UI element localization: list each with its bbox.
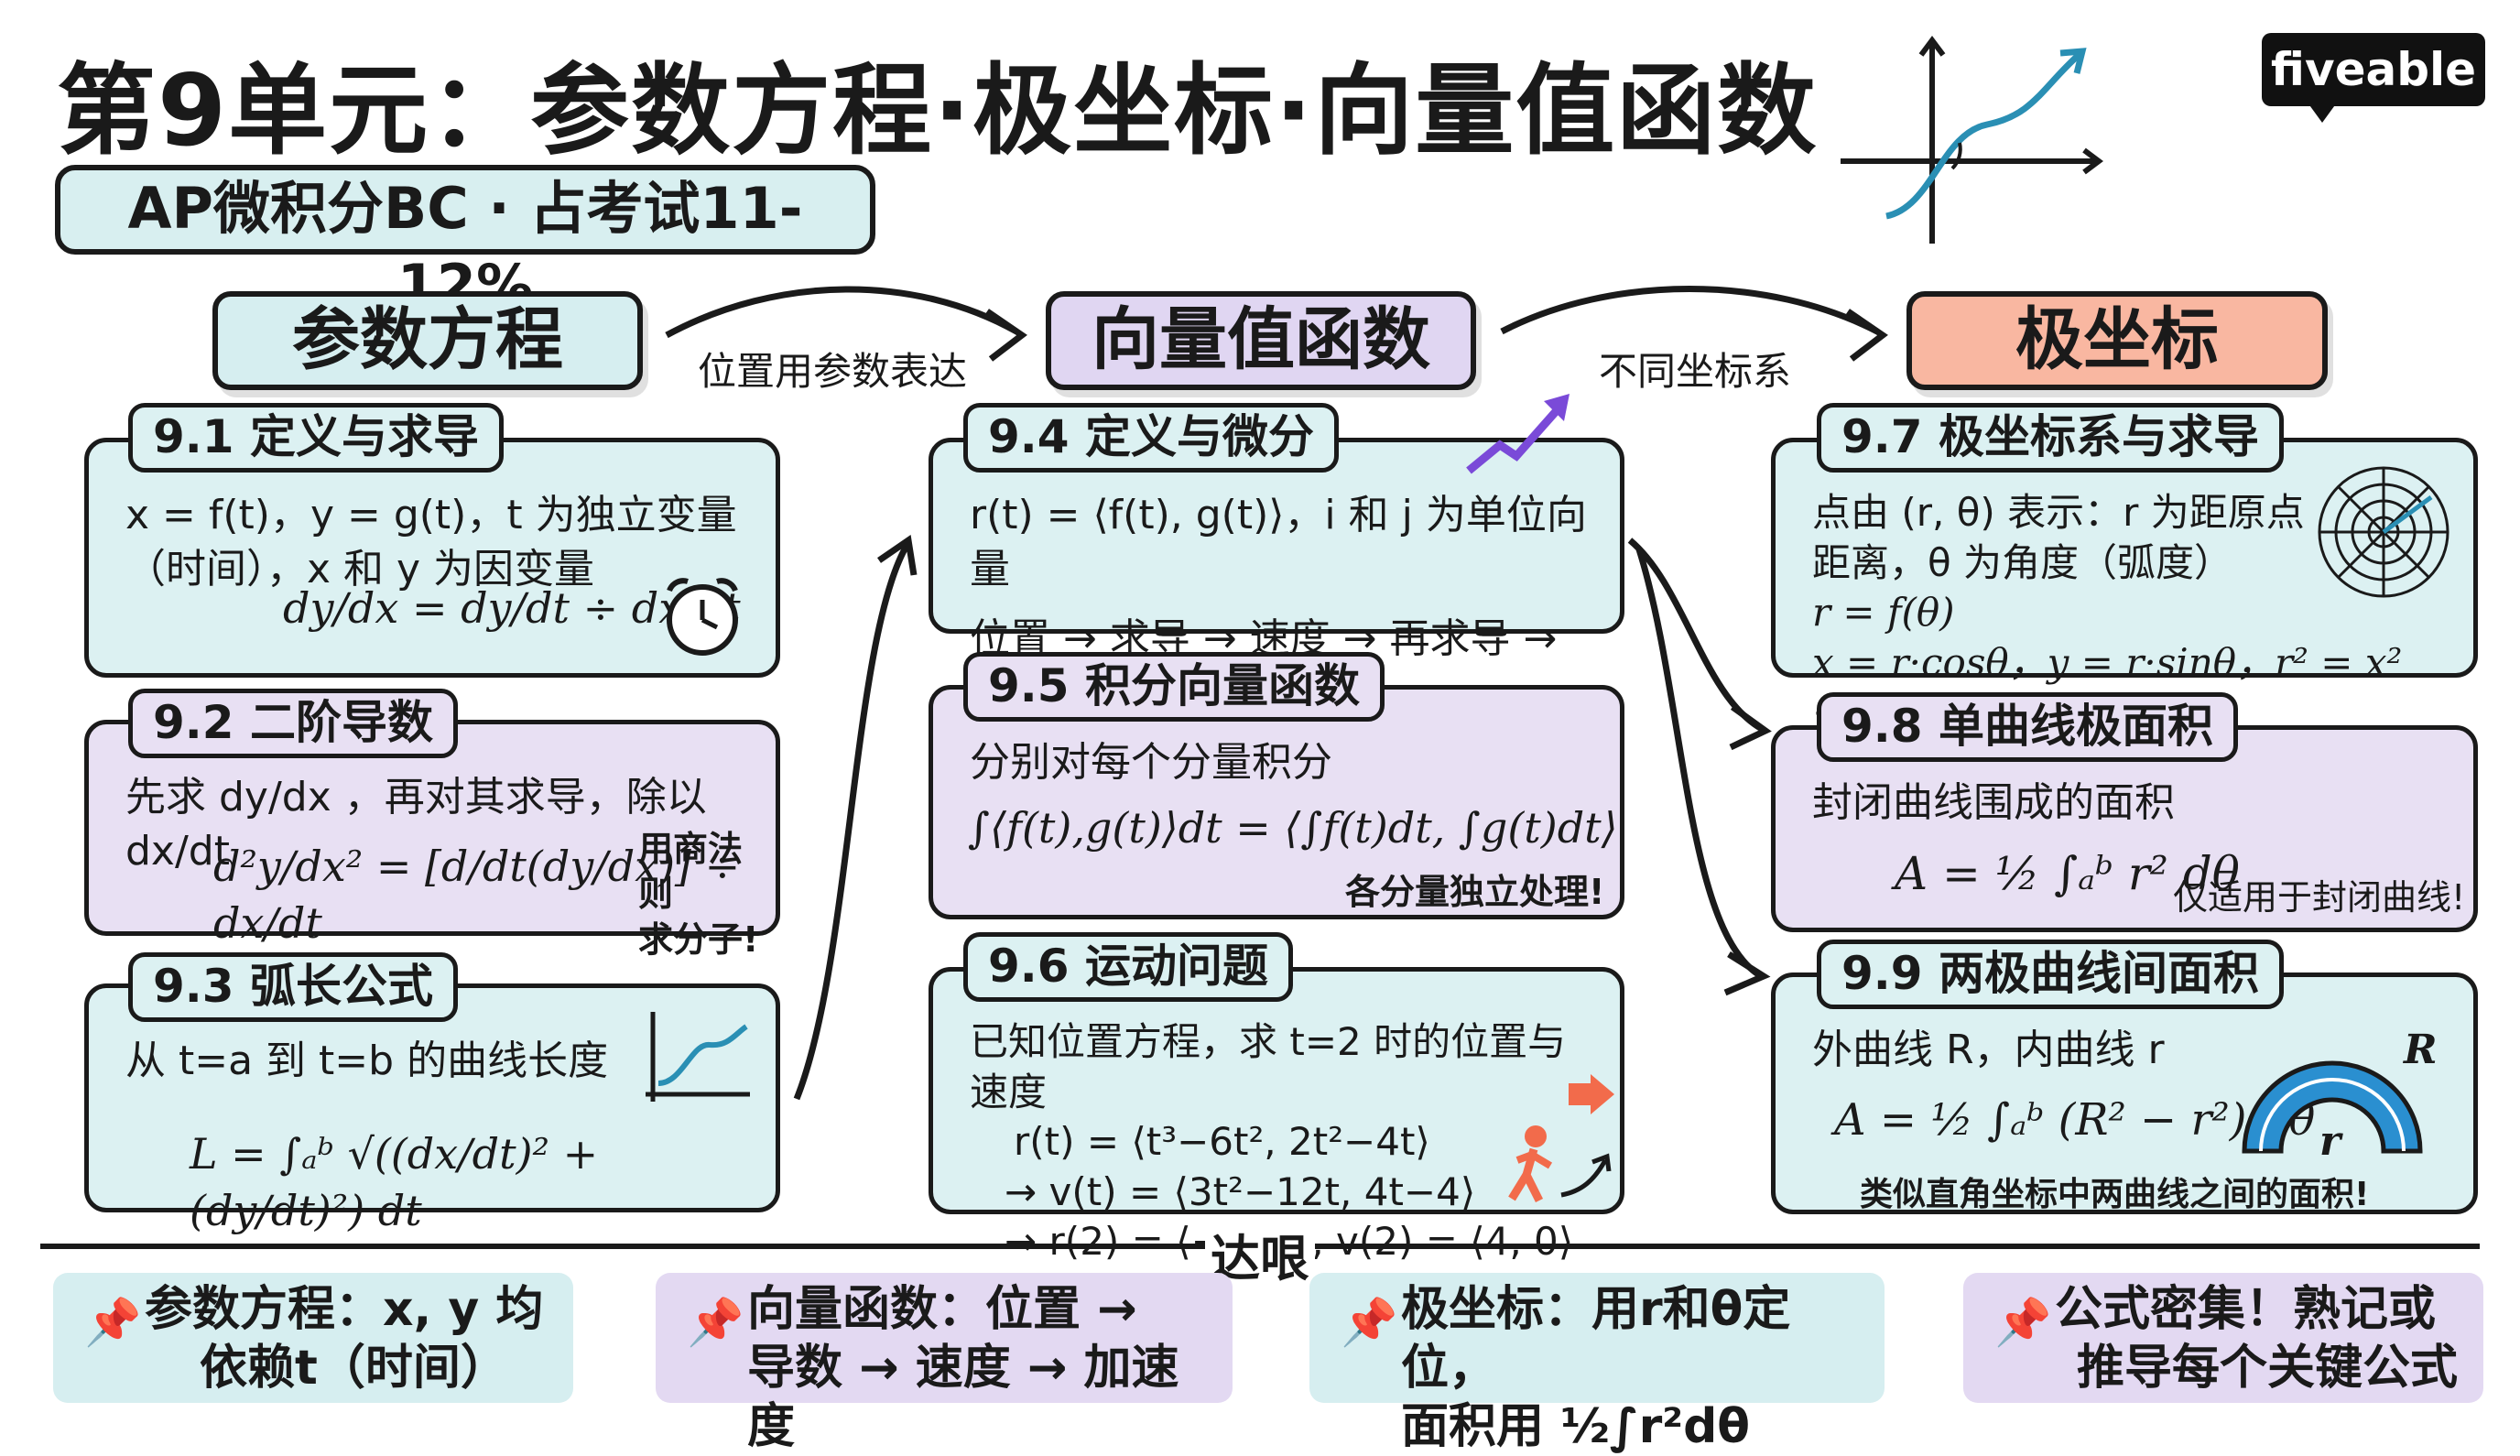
card-9-6: 已知位置方程，求 t=2 时的位置与速度 r(t) = ⟨t³−6t², 2t²… bbox=[929, 967, 1624, 1264]
card-9-9-formula: A = ½ ∫ₐᵇ (R² − r²) dθ bbox=[1834, 1094, 2316, 1146]
tab-9-9: 9.9 两极曲线间面积 bbox=[1817, 940, 2284, 1009]
card-9-5-note: 各分量独立处理! bbox=[1345, 872, 1605, 912]
header-polar: 极坐标 bbox=[1906, 291, 2328, 390]
card-9-2-formula: d²y/dx² = [d/dt(dy/dx)] ÷ dx/dt bbox=[213, 842, 741, 949]
inner-radius-label: r bbox=[2319, 1118, 2341, 1165]
tab-9-4: 9.4 定义与微分 bbox=[963, 403, 1339, 473]
curve-graph-icon bbox=[646, 1012, 750, 1102]
card-9-1-line1: x = f(t)，y = g(t)，t 为独立变量 bbox=[125, 492, 737, 538]
card-9-8-formula: A = ½ ∫ₐᵇ r² dθ bbox=[1895, 847, 2240, 900]
tab-9-8: 9.8 单曲线极面积 bbox=[1817, 692, 2238, 762]
card-9-7: 点由 (r, θ) 表示：r 为距原点 距离，θ 为角度（弧度） r = f(θ… bbox=[1771, 438, 2478, 734]
card-9-2-note: 用商法则 求分子! bbox=[638, 829, 759, 960]
takeaway-1-line2: 依赖t（时间） bbox=[200, 1341, 508, 1396]
takeaway-2-line1: 向量函数：位置 → bbox=[747, 1282, 1137, 1337]
takeaway-4: 📌 公式密集！熟记或 推导每个关键公式 bbox=[1963, 1273, 2483, 1403]
takeaway-1-line1: 参数方程：x, y 均 bbox=[145, 1282, 544, 1337]
card-9-5-line1: 分别对每个分量积分 bbox=[970, 739, 1332, 786]
pushpin-icon: 📌 bbox=[1994, 1296, 2052, 1349]
connector-label-left: 位置用参数表达 bbox=[698, 349, 968, 394]
card-9-1-line2: （时间），x 和 y 为因变量 bbox=[125, 546, 595, 593]
card-9-4-line1: r(t) = ⟨f(t), g(t)⟩，i 和 j 为单位向量 bbox=[970, 492, 1587, 593]
alarm-clock-icon bbox=[667, 578, 738, 656]
card-9-9: 外曲线 R，内曲线 r A = ½ ∫ₐᵇ (R² − r²) dθ 类似直角坐… bbox=[1771, 972, 2478, 1214]
header-parametric: 参数方程 bbox=[212, 291, 643, 390]
card-9-7-line2: 距离，θ 为角度（弧度） bbox=[1812, 539, 2233, 585]
card-9-9-note: 类似直角坐标中两曲线之间的面积! bbox=[1860, 1176, 2370, 1213]
connector-label-right: 不同坐标系 bbox=[1599, 349, 1792, 394]
polar-grid-icon bbox=[2318, 466, 2449, 598]
card-9-8-line1: 封闭曲线围成的面积 bbox=[1812, 779, 2175, 826]
takeaway-3-line1: 极坐标：用r和θ定位， bbox=[1401, 1282, 1791, 1396]
pushpin-icon: 📌 bbox=[84, 1296, 142, 1349]
card-9-5-formula: ∫⟨f(t),g(t)⟩dt = ⟨∫f(t)dt, ∫g(t)dt⟩ bbox=[968, 803, 1618, 853]
header-vector-functions: 向量值函数 bbox=[1046, 291, 1476, 390]
card-9-8-note: 仅适用于封闭曲线! bbox=[2173, 877, 2466, 918]
takeaway-3: 📌 极坐标：用r和θ定位， 面积用 ½∫r²dθ bbox=[1309, 1273, 1885, 1454]
card-9-3-line1: 从 t=a 到 t=b 的曲线长度 bbox=[125, 1038, 609, 1084]
trend-arrow-icon bbox=[1466, 394, 1570, 474]
connector-arrows bbox=[665, 286, 1888, 1101]
tab-9-2: 9.2 二阶导数 bbox=[128, 689, 458, 758]
brand-logo-tail bbox=[2308, 103, 2337, 123]
pushpin-icon: 📌 bbox=[1341, 1296, 1398, 1349]
outer-radius-label: R bbox=[2404, 1027, 2438, 1073]
takeaway-2: 📌 向量函数：位置 → 导数 → 速度 → 加速度 bbox=[656, 1273, 1233, 1454]
annulus-icon bbox=[2242, 1060, 2423, 1154]
takeaway-4-line2: 推导每个关键公式 bbox=[2077, 1341, 2459, 1396]
card-9-6-line2: r(t) = ⟨t³−6t², 2t²−4t⟩ bbox=[1014, 1119, 1430, 1165]
tab-9-1: 9.1 定义与求导 bbox=[128, 403, 504, 473]
brand-logo: fiveable bbox=[2262, 33, 2485, 106]
card-9-6-line1: 已知位置方程，求 t=2 时的位置与速度 bbox=[970, 1019, 1567, 1114]
tab-9-3: 9.3 弧长公式 bbox=[128, 952, 458, 1022]
tab-9-6: 9.6 运动问题 bbox=[963, 932, 1293, 1002]
tab-9-5: 9.5 积分向量函数 bbox=[963, 652, 1385, 722]
card-9-5: 分别对每个分量积分 ∫⟨f(t),g(t)⟩dt = ⟨∫f(t)dt, ∫g(… bbox=[929, 685, 1624, 919]
takeaway-4-line1: 公式密集！熟记或 bbox=[2055, 1282, 2437, 1337]
pushpin-icon: 📌 bbox=[687, 1296, 744, 1349]
card-9-6-line3: → v(t) = ⟨3t²−12t, 4t−4⟩ bbox=[1005, 1168, 1476, 1214]
tab-9-7: 9.7 极坐标系与求导 bbox=[1817, 403, 2284, 473]
card-9-9-line1: 外曲线 R，内曲线 r bbox=[1812, 1027, 2165, 1073]
takeaway-2-line2: 导数 → 速度 → 加速度 bbox=[747, 1341, 1179, 1454]
card-9-1-formula: dy/dx = dy/dt ÷ dx/dt bbox=[283, 583, 741, 633]
takeaway-1: 📌 参数方程：x, y 均 依赖t（时间） bbox=[53, 1273, 573, 1403]
card-9-2-line1: 先求 dy/dx ，再对其求导，除以 dx/dt bbox=[125, 774, 707, 875]
runner-icon bbox=[1508, 1074, 1614, 1203]
card-9-7-line1: 点由 (r, θ) 表示：r 为距原点 bbox=[1812, 490, 2305, 535]
card-9-7-line3: r = f(θ) bbox=[1812, 590, 1955, 636]
card-9-3-formula: L = ∫ₐᵇ √((dx/dt)² + (dy/dt)²) dt bbox=[190, 1129, 599, 1236]
page-title: 第9单元：参数方程·极坐标·向量值函数 bbox=[57, 54, 1819, 168]
card-9-1: x = f(t)，y = g(t)，t 为独立变量 （时间），x 和 y 为因变… bbox=[84, 438, 780, 678]
axes-curve-icon bbox=[1841, 36, 2103, 244]
